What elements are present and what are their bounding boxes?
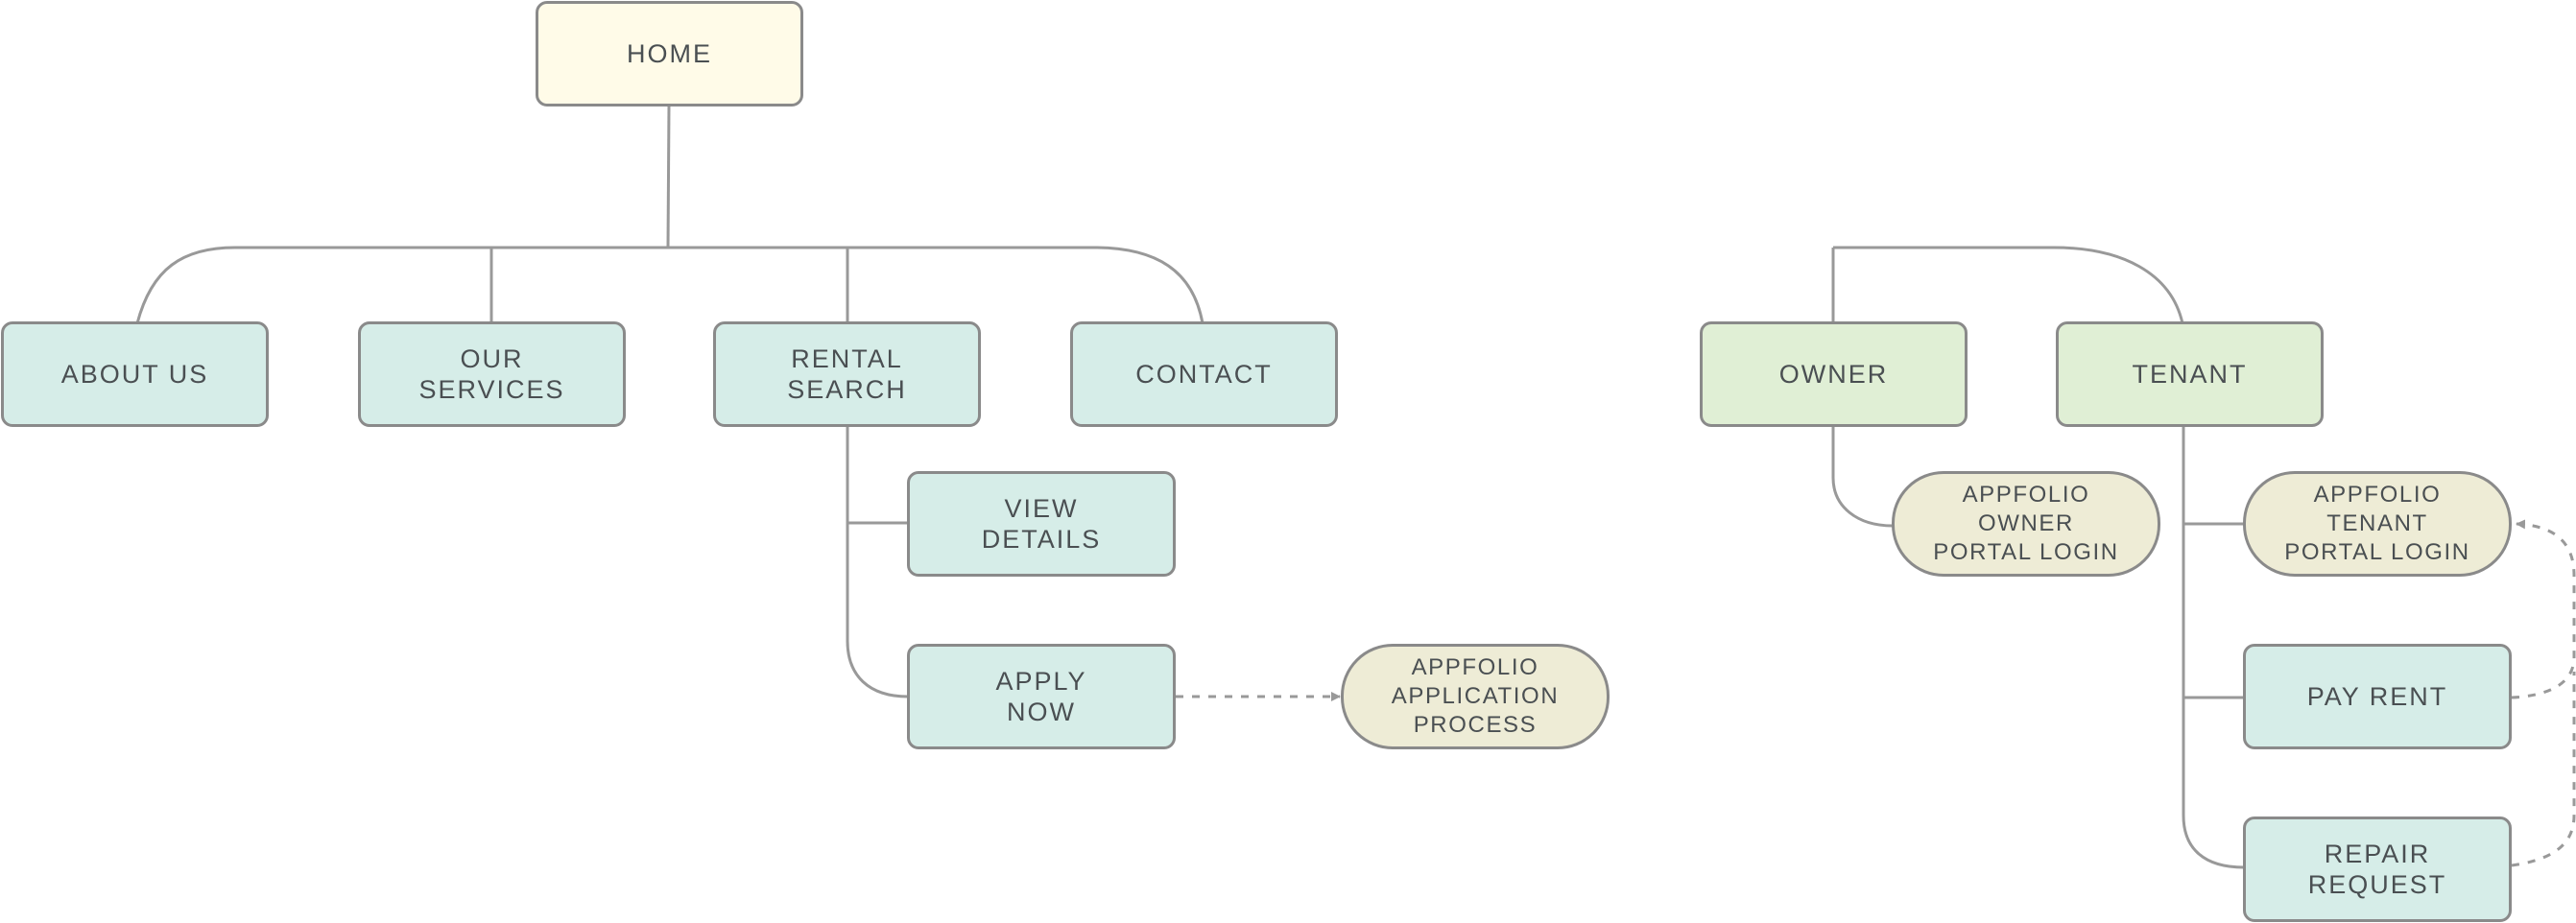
pay-rent-node: PAY RENT xyxy=(2243,644,2512,749)
tenant-node: TENANT xyxy=(2056,321,2324,427)
connector-tenant-children xyxy=(2182,426,2245,869)
about-us-node: ABOUT US xyxy=(1,321,269,427)
connector-main-branch xyxy=(135,246,1205,324)
connector-rental-children xyxy=(846,426,909,698)
connector-owner-portal xyxy=(1831,426,1894,528)
appfolio-owner-portal-node: APPFOLIO OWNER PORTAL LOGIN xyxy=(1892,471,2160,577)
appfolio-application-process-node: APPFOLIO APPLICATION PROCESS xyxy=(1341,644,1610,749)
owner-node: OWNER xyxy=(1700,321,1968,427)
connector-home-trunk xyxy=(666,105,671,248)
repair-request-node: REPAIR REQUEST xyxy=(2243,816,2512,922)
view-details-node: VIEW DETAILS xyxy=(907,471,1176,577)
our-services-node: OUR SERVICES xyxy=(358,321,626,427)
contact-node: CONTACT xyxy=(1070,321,1338,427)
rental-search-node: RENTAL SEARCH xyxy=(713,321,981,427)
appfolio-tenant-portal-node: APPFOLIO TENANT PORTAL LOGIN xyxy=(2243,471,2512,577)
dashed-arrow-pay-rent-portal xyxy=(2511,519,2576,699)
home-node: HOME xyxy=(536,1,803,106)
apply-now-node: APPLY NOW xyxy=(907,644,1176,749)
dashed-arrow-repair-portal xyxy=(2511,672,2576,867)
connector-main-branch-right xyxy=(1833,246,2184,324)
